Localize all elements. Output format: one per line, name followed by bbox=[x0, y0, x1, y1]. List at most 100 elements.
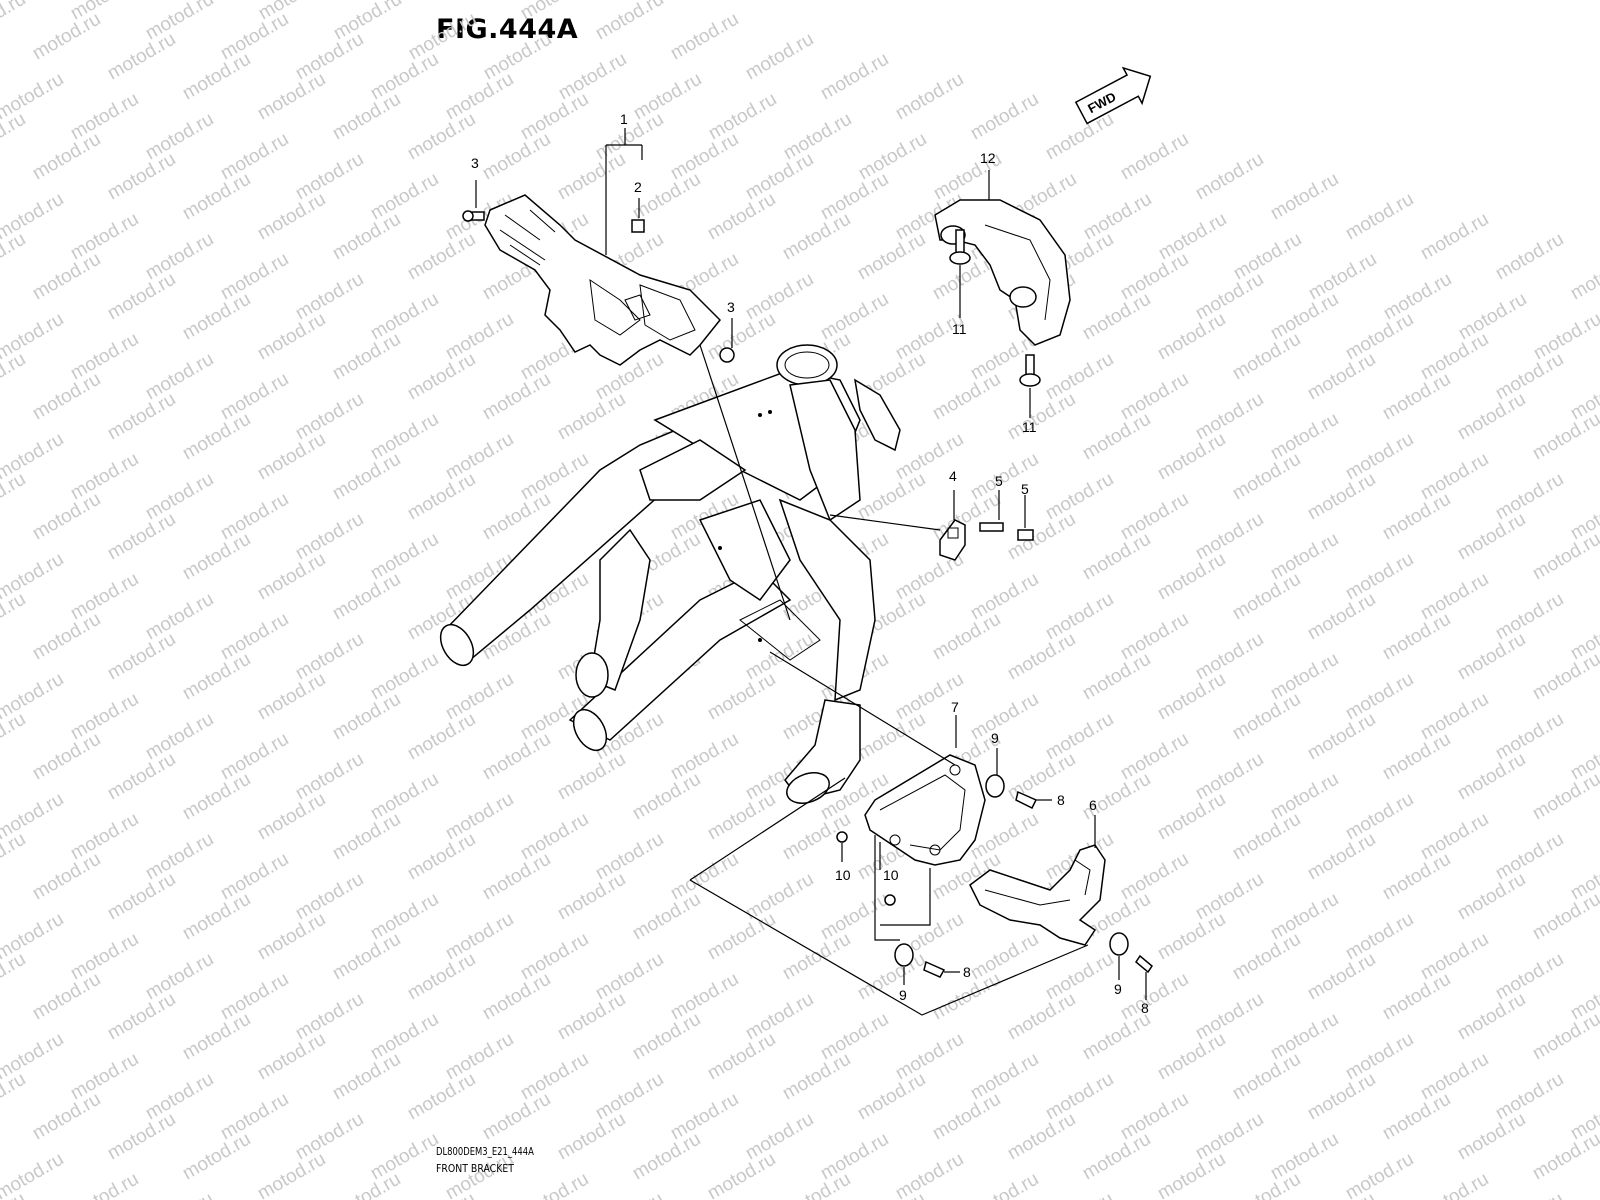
watermark-text: motod.ru bbox=[1267, 409, 1342, 465]
callout-11b: 11 bbox=[1022, 419, 1037, 435]
watermark-text: motod.ru bbox=[1154, 1029, 1229, 1085]
watermark-text: motod.ru bbox=[1154, 309, 1229, 365]
watermark-text: motod.ru bbox=[179, 289, 254, 345]
watermark-text: motod.ru bbox=[142, 1189, 217, 1200]
watermark-text: motod.ru bbox=[779, 1169, 854, 1200]
watermark-text: motod.ru bbox=[142, 709, 217, 765]
watermark-text: motod.ru bbox=[179, 649, 254, 705]
watermark-text: motod.ru bbox=[1192, 869, 1267, 925]
watermark-text: motod.ru bbox=[142, 589, 217, 645]
watermark-text: motod.ru bbox=[254, 789, 329, 845]
callout-1: 1 bbox=[620, 111, 628, 127]
watermark-text: motod.ru bbox=[1267, 889, 1342, 945]
watermark-text: motod.ru bbox=[29, 9, 104, 65]
watermark-text: motod.ru bbox=[1529, 769, 1600, 825]
watermark-text: motod.ru bbox=[1004, 389, 1079, 445]
watermark-text: motod.ru bbox=[142, 109, 217, 165]
watermark-text: motod.ru bbox=[217, 369, 292, 425]
watermark-text: motod.ru bbox=[179, 1009, 254, 1065]
leader-lines bbox=[475, 128, 1147, 1016]
watermark-text: motod.ru bbox=[1379, 729, 1454, 785]
watermark-text: motod.ru bbox=[142, 829, 217, 885]
watermark-text: motod.ru bbox=[1042, 109, 1117, 165]
watermark-text: motod.ru bbox=[442, 309, 517, 365]
watermark-text: motod.ru bbox=[967, 689, 1042, 745]
watermark-text: motod.ru bbox=[742, 1109, 817, 1165]
watermark-text: motod.ru bbox=[1229, 569, 1304, 625]
watermark-text: motod.ru bbox=[329, 929, 404, 985]
watermark-text: motod.ru bbox=[1342, 1149, 1417, 1200]
watermark-text: motod.ru bbox=[67, 929, 142, 985]
watermark-text: motod.ru bbox=[179, 1129, 254, 1185]
watermark-text: motod.ru bbox=[967, 569, 1042, 625]
watermark-text: motod.ru bbox=[142, 349, 217, 405]
watermark-text: motod.ru bbox=[329, 209, 404, 265]
watermark-text: motod.ru bbox=[929, 369, 1004, 425]
watermark-text: motod.ru bbox=[104, 749, 179, 805]
watermark-text: motod.ru bbox=[1004, 629, 1079, 685]
watermark-text: motod.ru bbox=[1492, 229, 1567, 285]
callout-9a: 9 bbox=[991, 730, 999, 746]
label-part-2 bbox=[631, 219, 645, 233]
watermark-text: motod.ru bbox=[967, 929, 1042, 985]
watermark-text: motod.ru bbox=[554, 389, 629, 445]
watermark-text: motod.ru bbox=[0, 1069, 29, 1125]
watermark-text: motod.ru bbox=[1229, 689, 1304, 745]
watermark-text: motod.ru bbox=[1304, 949, 1379, 1005]
watermark-text: motod.ru bbox=[1342, 789, 1417, 845]
watermark-text: motod.ru bbox=[554, 1109, 629, 1165]
watermark-text: motod.ru bbox=[254, 549, 329, 605]
callout-labels: 1 2 3 3 12 11 11 4 5 5 7 9 8 6 10 10 9 8… bbox=[471, 111, 1149, 1016]
watermark-text: motod.ru bbox=[404, 469, 479, 525]
watermark-text: motod.ru bbox=[254, 189, 329, 245]
watermark-text: motod.ru bbox=[179, 169, 254, 225]
watermark-text: motod.ru bbox=[817, 49, 892, 105]
watermark-text: motod.ru bbox=[0, 829, 29, 885]
fwd-arrow-icon: FWD bbox=[1074, 66, 1152, 125]
watermark-text: motod.ru bbox=[29, 129, 104, 185]
watermark-text: motod.ru bbox=[217, 729, 292, 785]
watermark-text: motod.ru bbox=[1379, 1089, 1454, 1145]
callout-10a: 10 bbox=[835, 867, 851, 883]
watermark-text: motod.ru bbox=[779, 1049, 854, 1105]
watermark-text: motod.ru bbox=[1117, 249, 1192, 305]
watermark-text: motod.ru bbox=[592, 0, 667, 44]
watermark-text: motod.ru bbox=[1229, 449, 1304, 505]
watermark-text: motod.ru bbox=[0, 709, 29, 765]
watermark-text: motod.ru bbox=[179, 889, 254, 945]
watermark-text: motod.ru bbox=[1229, 809, 1304, 865]
watermark-text: motod.ru bbox=[329, 329, 404, 385]
watermark-text: motod.ru bbox=[1079, 289, 1154, 345]
watermark-text: motod.ru bbox=[1192, 629, 1267, 685]
watermark-text: motod.ru bbox=[254, 309, 329, 365]
watermark-text: motod.ru bbox=[367, 49, 442, 105]
watermark-text: motod.ru bbox=[1267, 1129, 1342, 1185]
watermark-text: motod.ru bbox=[1342, 189, 1417, 245]
watermark-text: motod.ru bbox=[1379, 489, 1454, 545]
watermark-text: motod.ru bbox=[1154, 429, 1229, 485]
watermark-text: motod.ru bbox=[1454, 1109, 1529, 1165]
callout-2: 2 bbox=[634, 179, 642, 195]
watermark-text: motod.ru bbox=[704, 189, 779, 245]
watermark-text: motod.ru bbox=[404, 349, 479, 405]
watermark-text: motod.ru bbox=[442, 909, 517, 965]
watermark-text: motod.ru bbox=[1492, 829, 1567, 885]
watermark-text: motod.ru bbox=[854, 1069, 929, 1125]
watermark-text: motod.ru bbox=[367, 289, 442, 345]
watermark-text: motod.ru bbox=[329, 1049, 404, 1105]
watermark-text: motod.ru bbox=[67, 329, 142, 385]
watermark-text: motod.ru bbox=[367, 649, 442, 705]
watermark-text: motod.ru bbox=[1192, 989, 1267, 1045]
watermark-text: motod.ru bbox=[1379, 969, 1454, 1025]
watermark-text: motod.ru bbox=[1004, 509, 1079, 565]
watermark-text: motod.ru bbox=[1455, 289, 1530, 345]
watermark-text: motod.ru bbox=[0, 1189, 29, 1200]
watermark-text: motod.ru bbox=[1492, 469, 1567, 525]
watermark-text: motod.ru bbox=[742, 269, 817, 325]
watermark-text: motod.ru bbox=[479, 729, 554, 785]
watermark-text: motod.ru bbox=[1267, 649, 1342, 705]
watermark-text: motod.ru bbox=[592, 949, 667, 1005]
callout-9b: 9 bbox=[899, 987, 907, 1003]
watermark-text: motod.ru bbox=[67, 809, 142, 865]
